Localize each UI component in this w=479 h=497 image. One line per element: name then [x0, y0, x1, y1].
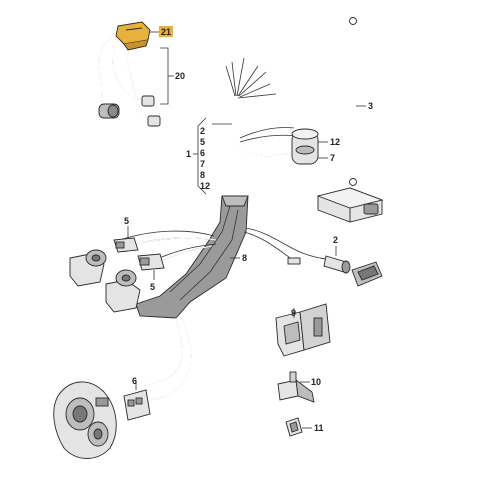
- group-item-12: 12: [200, 181, 210, 191]
- group-item-2: 2: [200, 126, 205, 136]
- main-harness-wires[interactable]: [225, 57, 297, 201]
- callout-1: 1: [186, 149, 191, 159]
- connector-part-5-upper[interactable]: [113, 237, 139, 253]
- callout-9: 9: [291, 308, 296, 318]
- callout-10: 10: [311, 377, 321, 387]
- highlighted-connector-part-21[interactable]: [115, 21, 151, 51]
- callout-12: 12: [330, 137, 340, 147]
- callout-6: 6: [132, 376, 137, 386]
- earth-strap-part-3[interactable]: [349, 17, 357, 186]
- callout-5-upper: 5: [124, 216, 129, 226]
- callout-2: 2: [333, 235, 338, 245]
- callout-8: 8: [242, 253, 247, 263]
- clip-part-11[interactable]: [285, 417, 303, 437]
- group-item-8: 8: [200, 170, 205, 180]
- horn-lower[interactable]: [105, 269, 141, 313]
- harness-part-20[interactable]: [97, 37, 161, 127]
- bracket-20: [160, 47, 169, 105]
- headlamp-assembly[interactable]: [53, 381, 117, 459]
- bracket-part-10[interactable]: [277, 371, 315, 403]
- callout-7: 7: [330, 153, 335, 163]
- bracket-part-9[interactable]: [275, 303, 331, 357]
- grommet-part-7[interactable]: [291, 128, 319, 165]
- callout-5-lower: 5: [150, 282, 155, 292]
- fuse-box-block[interactable]: [316, 187, 384, 223]
- horn-upper[interactable]: [69, 249, 107, 287]
- connector-part-5-lower[interactable]: [137, 253, 165, 271]
- group-item-6: 6: [200, 148, 205, 158]
- callout-20: 20: [175, 71, 185, 81]
- loom-sleeve-part-8[interactable]: [135, 195, 249, 319]
- callout-11: 11: [314, 423, 324, 433]
- connector-part-6[interactable]: [123, 389, 151, 421]
- callout-21-highlight: [159, 26, 173, 37]
- bracket-1: [197, 117, 207, 195]
- group-item-5: 5: [200, 137, 205, 147]
- sensor-part-2[interactable]: [323, 255, 383, 287]
- callout-3: 3: [368, 101, 373, 111]
- callout-21: 21: [161, 27, 171, 37]
- group-item-7: 7: [200, 159, 205, 169]
